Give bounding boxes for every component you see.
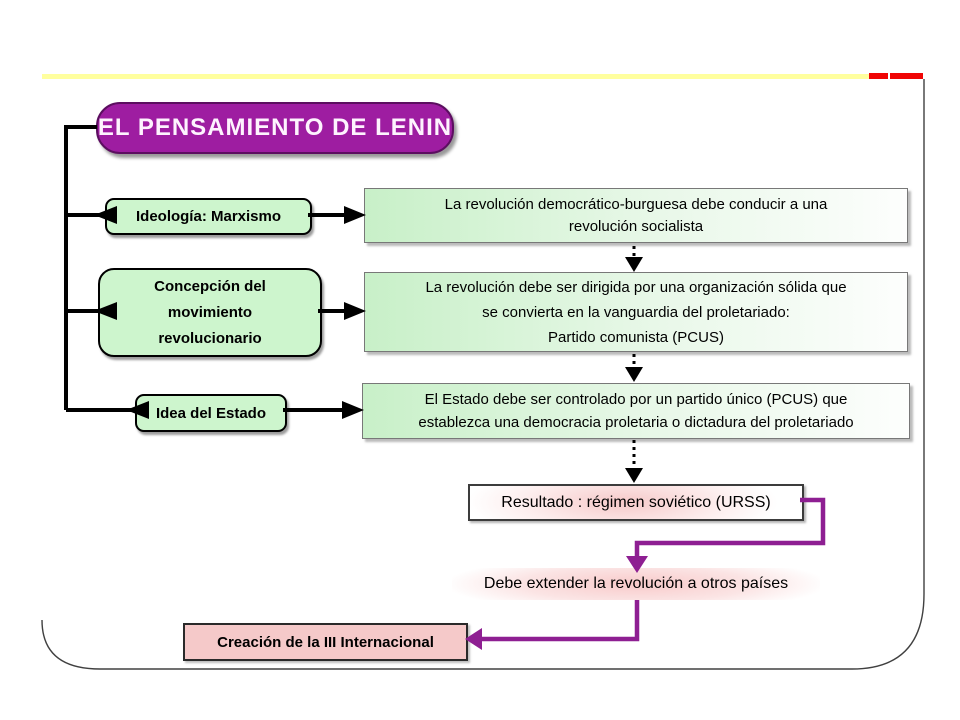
branch-label-estado: Idea del Estado bbox=[135, 394, 287, 432]
detail-line: establezca una democracia proletaria o d… bbox=[418, 414, 854, 431]
detail-line: Partido comunista (PCUS) bbox=[548, 328, 724, 346]
detail-line: La revolución debe ser dirigida por una … bbox=[425, 278, 847, 296]
branch-label-text: Idea del Estado bbox=[155, 404, 267, 422]
branch-detail-1: La revolución democrático-burguesa debe … bbox=[364, 188, 908, 243]
conclusion-box: Creación de la III Internacional bbox=[183, 623, 468, 661]
extension-text: Debe extender la revolución a otros país… bbox=[452, 568, 820, 600]
conclusion-text: Creación de la III Internacional bbox=[217, 633, 434, 651]
result-box: Resultado : régimen soviético (URSS) bbox=[468, 484, 804, 521]
trunk-connector bbox=[64, 125, 97, 410]
extension-label: Debe extender la revolución a otros país… bbox=[483, 575, 789, 592]
branch-detail-3: El Estado debe ser controlado por un par… bbox=[362, 383, 910, 439]
branch-label-text: Ideología: Marxismo bbox=[135, 208, 282, 225]
branch-label-ideologia: Ideología: Marxismo bbox=[105, 198, 312, 235]
detail-line: El Estado debe ser controlado por un par… bbox=[424, 391, 848, 408]
extension-arrow bbox=[482, 600, 640, 642]
branch-label-line: Concepción del bbox=[154, 277, 266, 295]
branch-arrow-right-3-head-icon bbox=[342, 401, 364, 419]
dotted-arrow-1-head-icon bbox=[625, 257, 643, 272]
dotted-arrow-3-head-icon bbox=[625, 468, 643, 483]
branch-detail-2: La revolución debe ser dirigida por una … bbox=[364, 272, 908, 352]
top-rule-red-segment-1 bbox=[869, 73, 888, 79]
page-title: EL PENSAMIENTO DE LENIN bbox=[97, 114, 453, 141]
top-rule-red-segment-2 bbox=[890, 73, 923, 79]
branch-arrow-right-1-head-icon bbox=[344, 206, 366, 224]
detail-line: se convierta en la vanguardia del prolet… bbox=[482, 303, 790, 321]
detail-line: revolución socialista bbox=[568, 217, 704, 235]
dotted-arrow-2-head-icon bbox=[625, 367, 643, 382]
branch-label-line: movimiento bbox=[167, 303, 253, 321]
top-rule-yellow bbox=[42, 74, 869, 79]
branch-arrow-right-2-head-icon bbox=[344, 302, 366, 320]
result-text: Resultado : régimen soviético (URSS) bbox=[501, 493, 771, 511]
title-box: EL PENSAMIENTO DE LENIN bbox=[96, 102, 454, 154]
detail-line: La revolución democrático-burguesa debe … bbox=[444, 195, 828, 213]
branch-label-concepcion: Concepción del movimiento revolucionario bbox=[98, 268, 322, 357]
branch-label-line: revolucionario bbox=[158, 329, 262, 347]
